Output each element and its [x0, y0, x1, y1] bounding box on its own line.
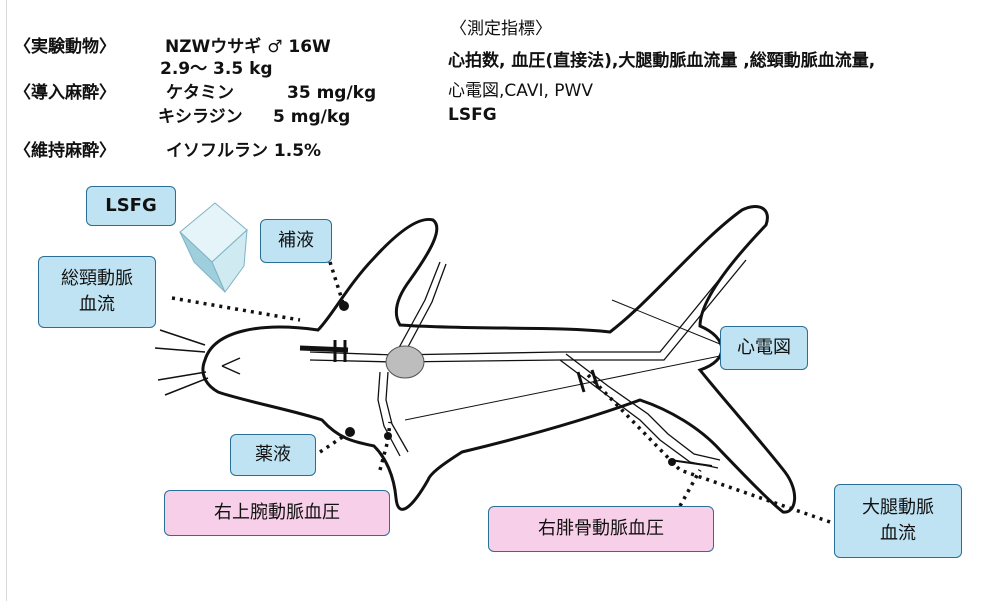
lsfg-device-icon [180, 203, 247, 292]
fluid-label: 補液 [260, 219, 332, 263]
lsfg-label: LSFG [86, 186, 176, 226]
right-brachial-bp-label: 右上腕動脈血圧 [164, 490, 390, 536]
carotid-flow-label: 総頸動脈 血流 [38, 256, 156, 328]
drug-port-marker [345, 427, 355, 437]
ecg-label: 心電図 [720, 326, 808, 370]
drug-solution-label: 薬液 [230, 434, 316, 476]
femoral-flow-label: 大腿動脈 血流 [834, 484, 962, 558]
heart-icon [386, 346, 424, 378]
right-femoral-bp-label: 右腓骨動脈血圧 [488, 506, 714, 552]
